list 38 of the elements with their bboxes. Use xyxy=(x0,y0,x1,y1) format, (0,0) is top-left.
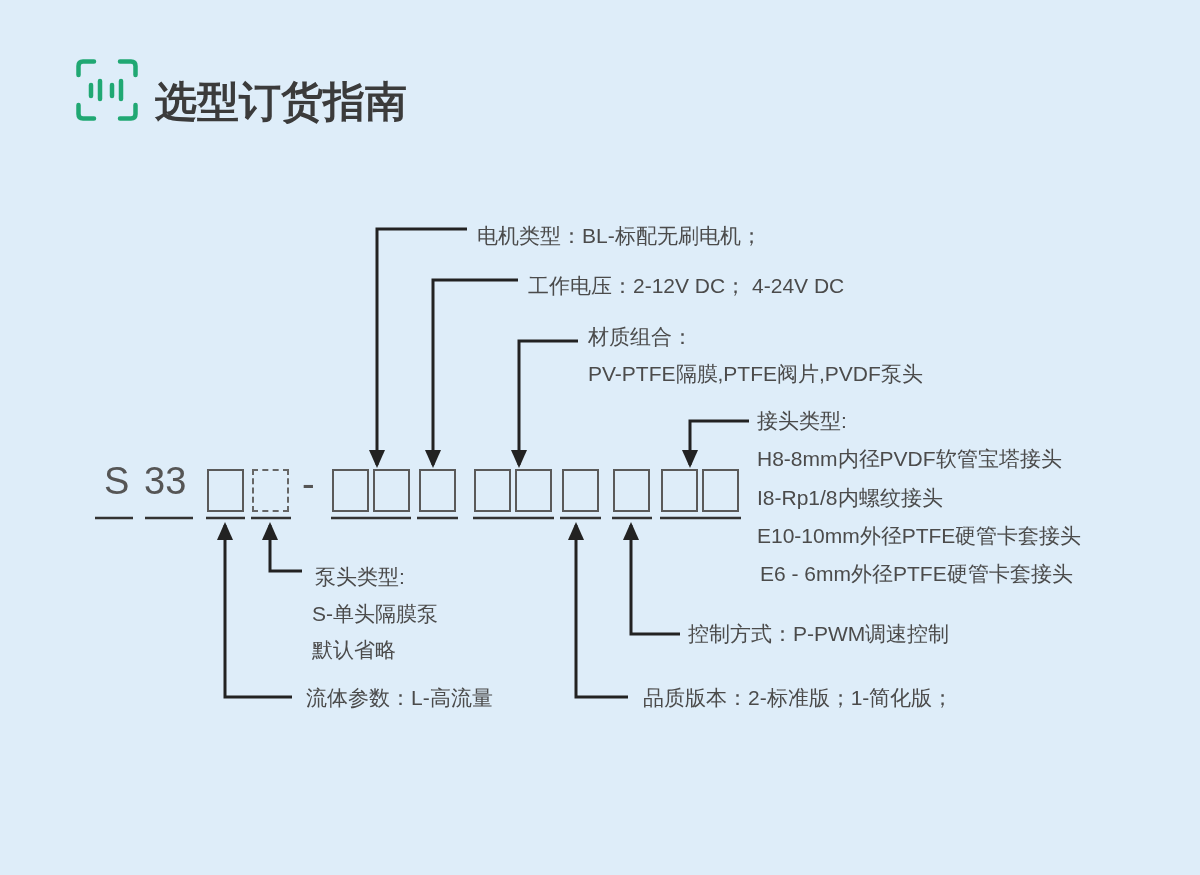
page-title: 选型订货指南 xyxy=(155,77,407,127)
callout-text: E6 - 6mm外径PTFE硬管卡套接头 xyxy=(760,561,1074,588)
callout-heading: 材质组合： xyxy=(588,324,694,350)
leader-arrow xyxy=(217,522,292,699)
callout-text: 品质版本：2-标准版；1-简化版； xyxy=(643,685,954,711)
code-text: S xyxy=(104,459,130,503)
placeholder-box xyxy=(207,469,244,512)
placeholder-box xyxy=(515,469,552,512)
callout-text: H8-8mm内径PVDF软管宝塔接头 xyxy=(757,446,1063,473)
leader-arrow xyxy=(425,278,518,468)
callout-text: S-单头隔膜泵 xyxy=(312,600,438,627)
callout-text: 控制方式：P-PWM调速控制 xyxy=(688,621,950,647)
callout-text: E10-10mm外径PTFE硬管卡套接头 xyxy=(757,522,1082,549)
callout-heading: 接头类型: xyxy=(757,408,848,434)
placeholder-box xyxy=(562,469,599,512)
callout-text: 默认省略 xyxy=(312,637,397,663)
leader-arrow xyxy=(682,419,749,468)
leader-arrow xyxy=(623,522,680,636)
callout-text: 工作电压：2-12V DC； 4-24V DC xyxy=(528,273,845,299)
callout-heading: 泵头类型: xyxy=(315,564,406,590)
leader-arrow xyxy=(262,522,302,573)
leader-arrow xyxy=(511,339,578,468)
placeholder-box xyxy=(613,469,650,512)
code-text: 33 xyxy=(144,459,187,503)
placeholder-box xyxy=(419,469,456,512)
placeholder-box xyxy=(332,469,369,512)
leader-arrow xyxy=(568,522,628,699)
placeholder-box xyxy=(702,469,739,512)
callout-text: 流体参数：L-高流量 xyxy=(306,685,493,711)
placeholder-box xyxy=(474,469,511,512)
placeholder-box xyxy=(661,469,698,512)
dashed-placeholder-box xyxy=(252,469,289,512)
code-text: - xyxy=(302,462,315,506)
callout-text: 电机类型：BL-标配无刷电机； xyxy=(477,223,762,249)
placeholder-box xyxy=(373,469,410,512)
leader-arrow xyxy=(369,227,467,468)
callout-text: I8-Rp1/8内螺纹接头 xyxy=(757,484,944,511)
callout-text: PV-PTFE隔膜,PTFE阀片,PVDF泵头 xyxy=(588,361,923,387)
